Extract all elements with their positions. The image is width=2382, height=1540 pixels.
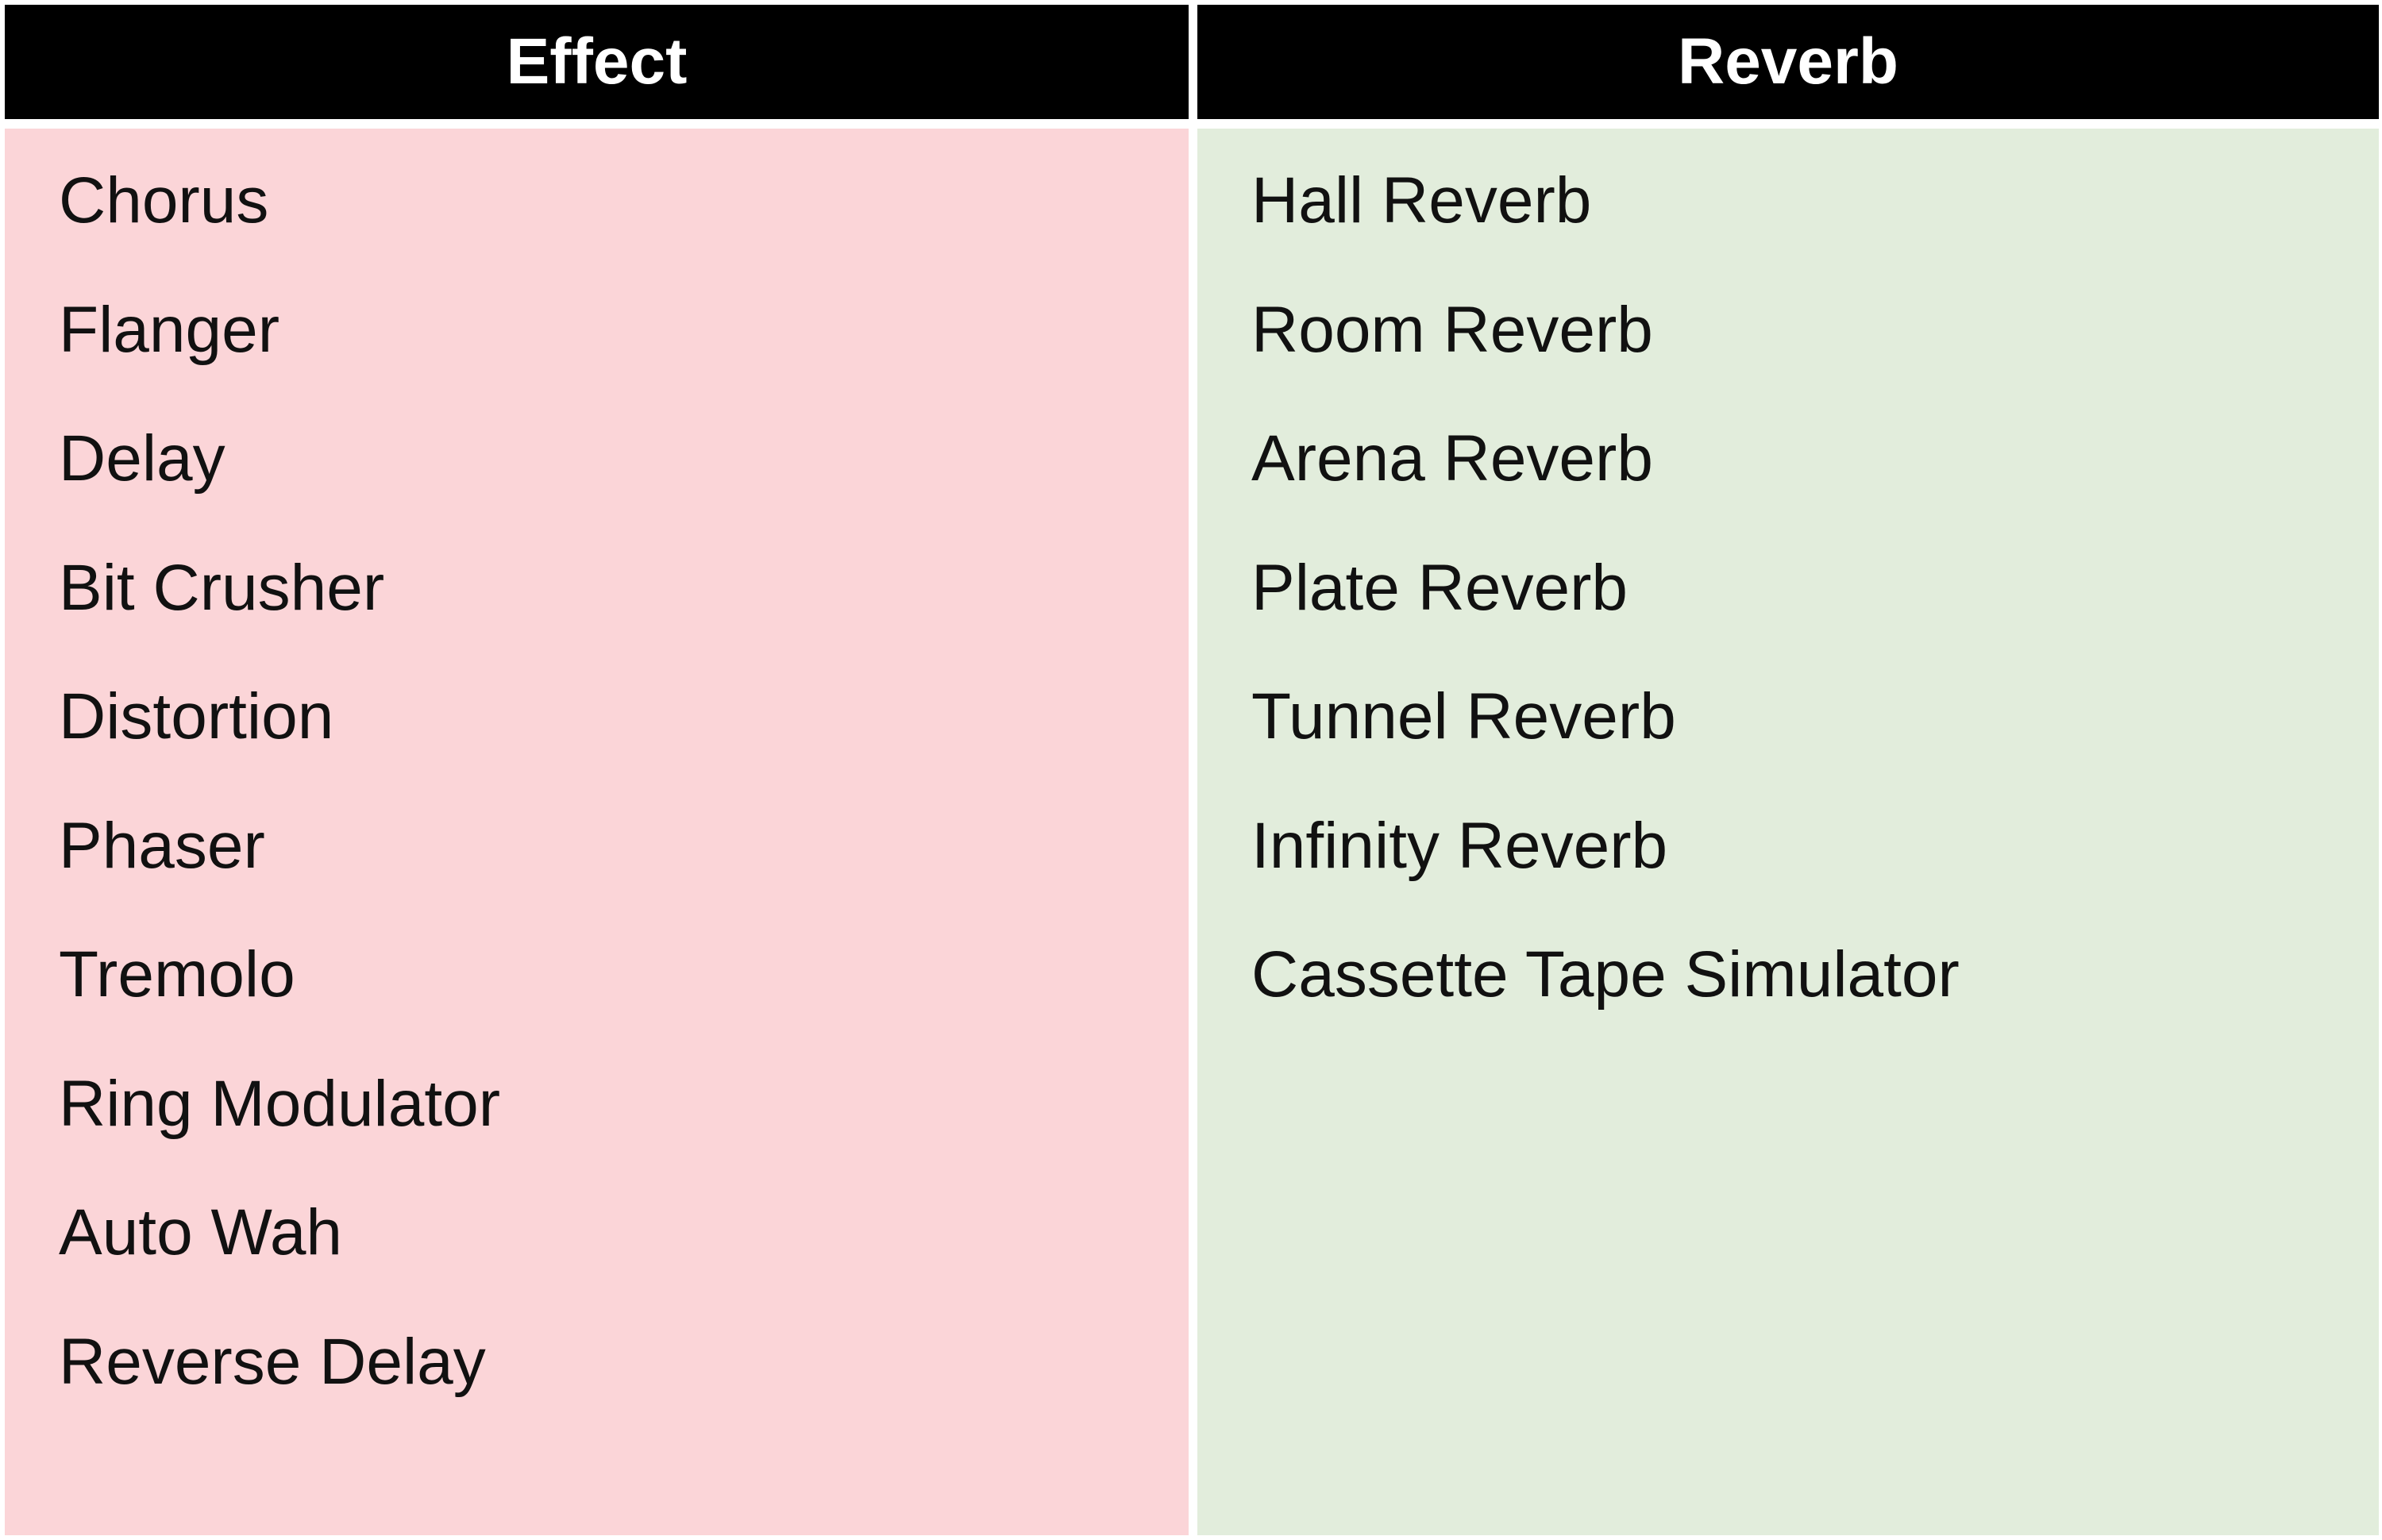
effect-column-header: Effect [5, 5, 1189, 119]
reverb-item: Cassette Tape Simulator [1251, 938, 1960, 1011]
effect-item: Chorus [59, 164, 269, 237]
reverb-item: Hall Reverb [1251, 164, 1592, 237]
reverb-column-header: Reverb [1197, 5, 2379, 119]
effect-item: Tremolo [59, 938, 295, 1011]
reverb-item: Plate Reverb [1251, 551, 1628, 624]
effect-item: Distortion [59, 680, 334, 753]
effect-item: Phaser [59, 809, 265, 882]
effect-list: Chorus Flanger Delay Bit Crusher Distort… [59, 149, 500, 1439]
effect-item: Ring Modulator [59, 1067, 501, 1140]
effect-item: Delay [59, 422, 225, 495]
reverb-item: Infinity Reverb [1251, 809, 1668, 882]
reverb-item: Arena Reverb [1251, 422, 1653, 495]
effect-item: Reverse Delay [59, 1325, 486, 1398]
effect-item: Bit Crusher [59, 551, 385, 624]
reverb-column: Reverb Hall Reverb Room Reverb Arena Rev… [1197, 0, 2379, 1540]
effect-item: Auto Wah [59, 1196, 343, 1269]
reverb-item: Room Reverb [1251, 293, 1653, 366]
reverb-column-body: Hall Reverb Room Reverb Arena Reverb Pla… [1197, 129, 2379, 1535]
reverb-list: Hall Reverb Room Reverb Arena Reverb Pla… [1251, 149, 1960, 1053]
effect-column-body: Chorus Flanger Delay Bit Crusher Distort… [5, 129, 1189, 1535]
effect-item: Flanger [59, 293, 280, 366]
effect-column: Effect Chorus Flanger Delay Bit Crusher … [5, 0, 1189, 1540]
reverb-item: Tunnel Reverb [1251, 680, 1676, 753]
